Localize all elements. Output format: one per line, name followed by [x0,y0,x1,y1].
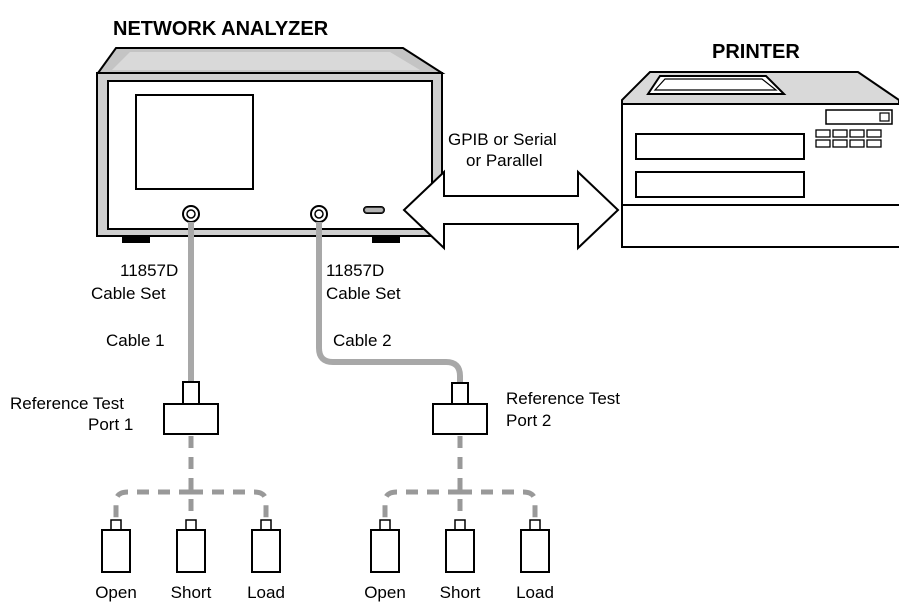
port-2-open-standard [370,519,400,573]
printer-buttons [815,129,882,148]
network-analyzer [96,47,446,243]
printer [621,71,899,248]
port-2-load-label: Load [516,583,554,602]
analyzer-left-foot [122,236,150,243]
cable-2-label: Cable 2 [333,331,392,350]
connection-label-line2: or Parallel [466,151,543,170]
port-1-short-label: Short [171,583,212,602]
printer-title: PRINTER [712,41,800,63]
cable-set-left-model: 11857D [120,261,178,280]
port-1-standards-connections [113,436,269,530]
port-2-label-line2: Port 2 [506,411,551,430]
port-2-standards-connections [382,436,538,530]
cable-set-left-name: Cable Set [91,284,166,303]
port-2-open-label: Open [364,583,406,602]
port-1-short-standard [176,519,206,573]
port-2-load-standard [520,519,550,573]
analyzer-screen [135,94,254,190]
port-1-open-standard [101,519,131,573]
cable-2 [316,222,463,383]
network-analyzer-title: NETWORK ANALYZER [113,18,329,40]
analyzer-port-2-connector [310,205,328,223]
reference-test-port-1 [163,381,219,435]
cable-set-right-name: Cable Set [326,284,401,303]
cable-1-label: Cable 1 [106,331,165,350]
printer-display [825,109,893,125]
connection-label-line1: GPIB or Serial [448,130,557,149]
port-1-open-label: Open [95,583,137,602]
port-2-short-standard [445,519,475,573]
cable-set-right-model: 11857D [326,261,384,280]
reference-test-port-2 [432,382,488,435]
port-1-load-standard [251,519,281,573]
printer-tray-1 [635,133,805,160]
port-1-load-label: Load [247,583,285,602]
port-1-label-line2: Port 1 [88,415,133,434]
analyzer-port-1-connector [182,205,200,223]
analyzer-handle-icon [363,206,385,214]
printer-tray-2 [635,171,805,198]
analyzer-front-panel [107,80,433,230]
port-1-label-line1: Reference Test [10,394,124,413]
analyzer-right-foot [372,236,400,243]
port-2-label-line1: Reference Test [506,389,620,408]
bidirectional-connection-arrow [402,169,620,251]
port-2-short-label: Short [440,583,481,602]
